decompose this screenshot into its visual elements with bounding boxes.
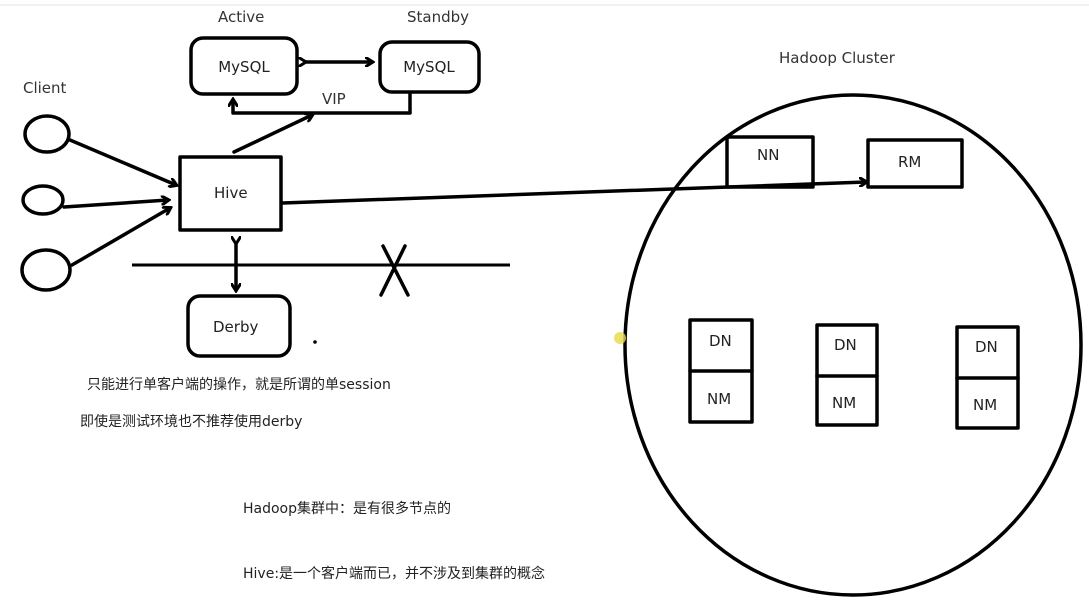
vip-line [233,91,412,115]
hive-box [178,155,283,232]
standby-mysql-label: MySQL [403,58,455,76]
client-3 [20,248,72,292]
derby-label: Derby [213,318,258,336]
cursor-highlight [614,332,626,344]
nm-label: NM [832,394,856,412]
hive-to-cluster-arrow [281,182,866,205]
client-2-arrow [62,200,168,209]
dn-label: DN [709,332,732,350]
standby-mysql-box [378,40,481,94]
derby-note-1: 只能进行单客户端的操作，就是所谓的单session [87,376,391,393]
cross-mark-icon [379,244,410,297]
dn-label: DN [834,336,857,354]
client-2 [21,184,65,216]
rm-label: RM [898,153,921,171]
hadoop-note: Hadoop集群中：是有很多节点的 [243,500,451,517]
hive-note: Hive:是一个客户端而已，并不涉及到集群的概念 [243,565,545,582]
client-label: Client [23,79,67,97]
cluster-title: Hadoop Cluster [779,49,896,67]
dot [313,340,317,344]
active-mysql-label: MySQL [218,58,270,76]
node-3: DN NM [955,325,1020,430]
rm-box [866,138,964,189]
active-label: Active [218,8,264,26]
client-1-arrow [68,138,176,185]
derby-note-2: 即使是测试环境也不推荐使用derby [80,413,302,430]
node-2: DN NM [815,323,879,427]
hive-to-vip-arrow [232,115,312,154]
node-1: DN NM [688,318,754,424]
client-3-arrow [70,208,170,267]
dn-label: DN [975,338,998,356]
nm-label: NM [973,396,997,414]
nn-label: NN [757,146,779,164]
vip-label: VIP [322,90,346,108]
hive-label: Hive [214,184,248,202]
derby-box [186,294,292,358]
standby-label: Standby [407,8,469,26]
client-1 [23,114,71,154]
nm-label: NM [707,390,731,408]
nn-box [725,135,815,189]
active-mysql-box [189,36,299,96]
hadoop-cluster-circle [623,93,1083,597]
